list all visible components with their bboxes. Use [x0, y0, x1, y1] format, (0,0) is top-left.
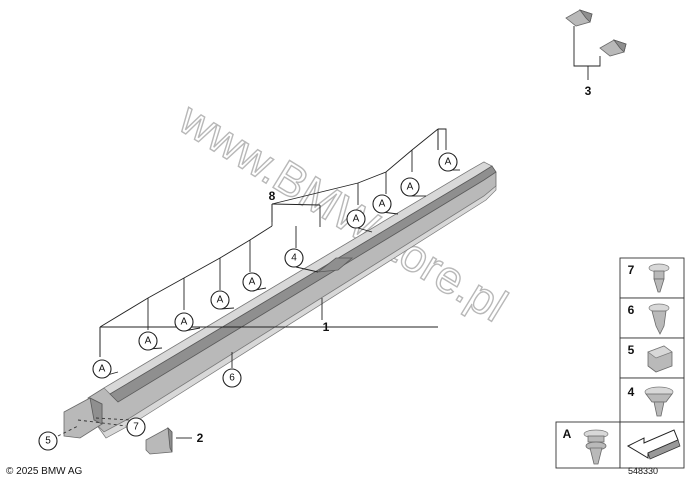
label-2: 2 — [197, 431, 204, 445]
label-3: 3 — [585, 84, 592, 98]
end-bracket-part — [63, 397, 103, 439]
clip-nut-icon — [647, 345, 673, 373]
callout-5: 5 — [38, 431, 58, 451]
expanding-clip-icon — [648, 303, 670, 335]
svg-text:A: A — [563, 427, 572, 441]
svg-text:A: A — [99, 364, 106, 375]
callout-A-9: A — [438, 152, 458, 172]
legend-box-5: 5 — [619, 337, 685, 379]
arrow-icon — [626, 429, 681, 460]
svg-text:7: 7 — [133, 422, 139, 433]
callout-A-5: A — [242, 272, 262, 292]
svg-text:A: A — [353, 214, 360, 225]
clip-set-part — [565, 9, 627, 57]
svg-text:A: A — [249, 277, 256, 288]
svg-text:7: 7 — [628, 263, 635, 277]
mushroom-clip-icon — [644, 386, 674, 417]
callout-6: 6 — [222, 368, 242, 388]
callout-A-7: A — [372, 194, 392, 214]
svg-text:6: 6 — [628, 303, 635, 317]
callout-A-3: A — [174, 312, 194, 332]
svg-text:4: 4 — [628, 385, 635, 399]
legend-box-A: A — [555, 421, 621, 469]
svg-text:A: A — [379, 199, 386, 210]
svg-text:A: A — [181, 317, 188, 328]
label-1: 1 — [323, 320, 330, 334]
legend-box-4: 4 — [619, 377, 685, 423]
arrow-box — [619, 421, 685, 469]
diagram-number: 548330 — [628, 466, 659, 476]
svg-text:A: A — [217, 295, 224, 306]
legend-box-7: 7 — [619, 257, 685, 299]
label-8: 8 — [269, 189, 276, 203]
push-rivet-icon — [648, 263, 670, 293]
svg-text:6: 6 — [229, 373, 235, 384]
callout-A-8: A — [400, 177, 420, 197]
callout-7: 7 — [126, 417, 146, 437]
callout-A-6: A — [346, 209, 366, 229]
svg-text:A: A — [145, 336, 152, 347]
svg-text:A: A — [407, 182, 414, 193]
side-sill-part — [87, 161, 497, 439]
callout-A-2: A — [138, 331, 158, 351]
callout-A-1: A — [92, 359, 112, 379]
callout-4: 4 — [284, 248, 304, 268]
svg-text:A: A — [445, 157, 452, 168]
cover-plate-part — [145, 426, 173, 455]
copyright-text: © 2025 BMW AG — [6, 466, 83, 477]
callout-A-4: A — [210, 290, 230, 310]
legend-box-6: 6 — [619, 297, 685, 339]
clip-A-icon — [583, 429, 609, 465]
svg-text:4: 4 — [291, 253, 297, 264]
svg-text:5: 5 — [45, 436, 51, 447]
svg-text:5: 5 — [628, 343, 635, 357]
